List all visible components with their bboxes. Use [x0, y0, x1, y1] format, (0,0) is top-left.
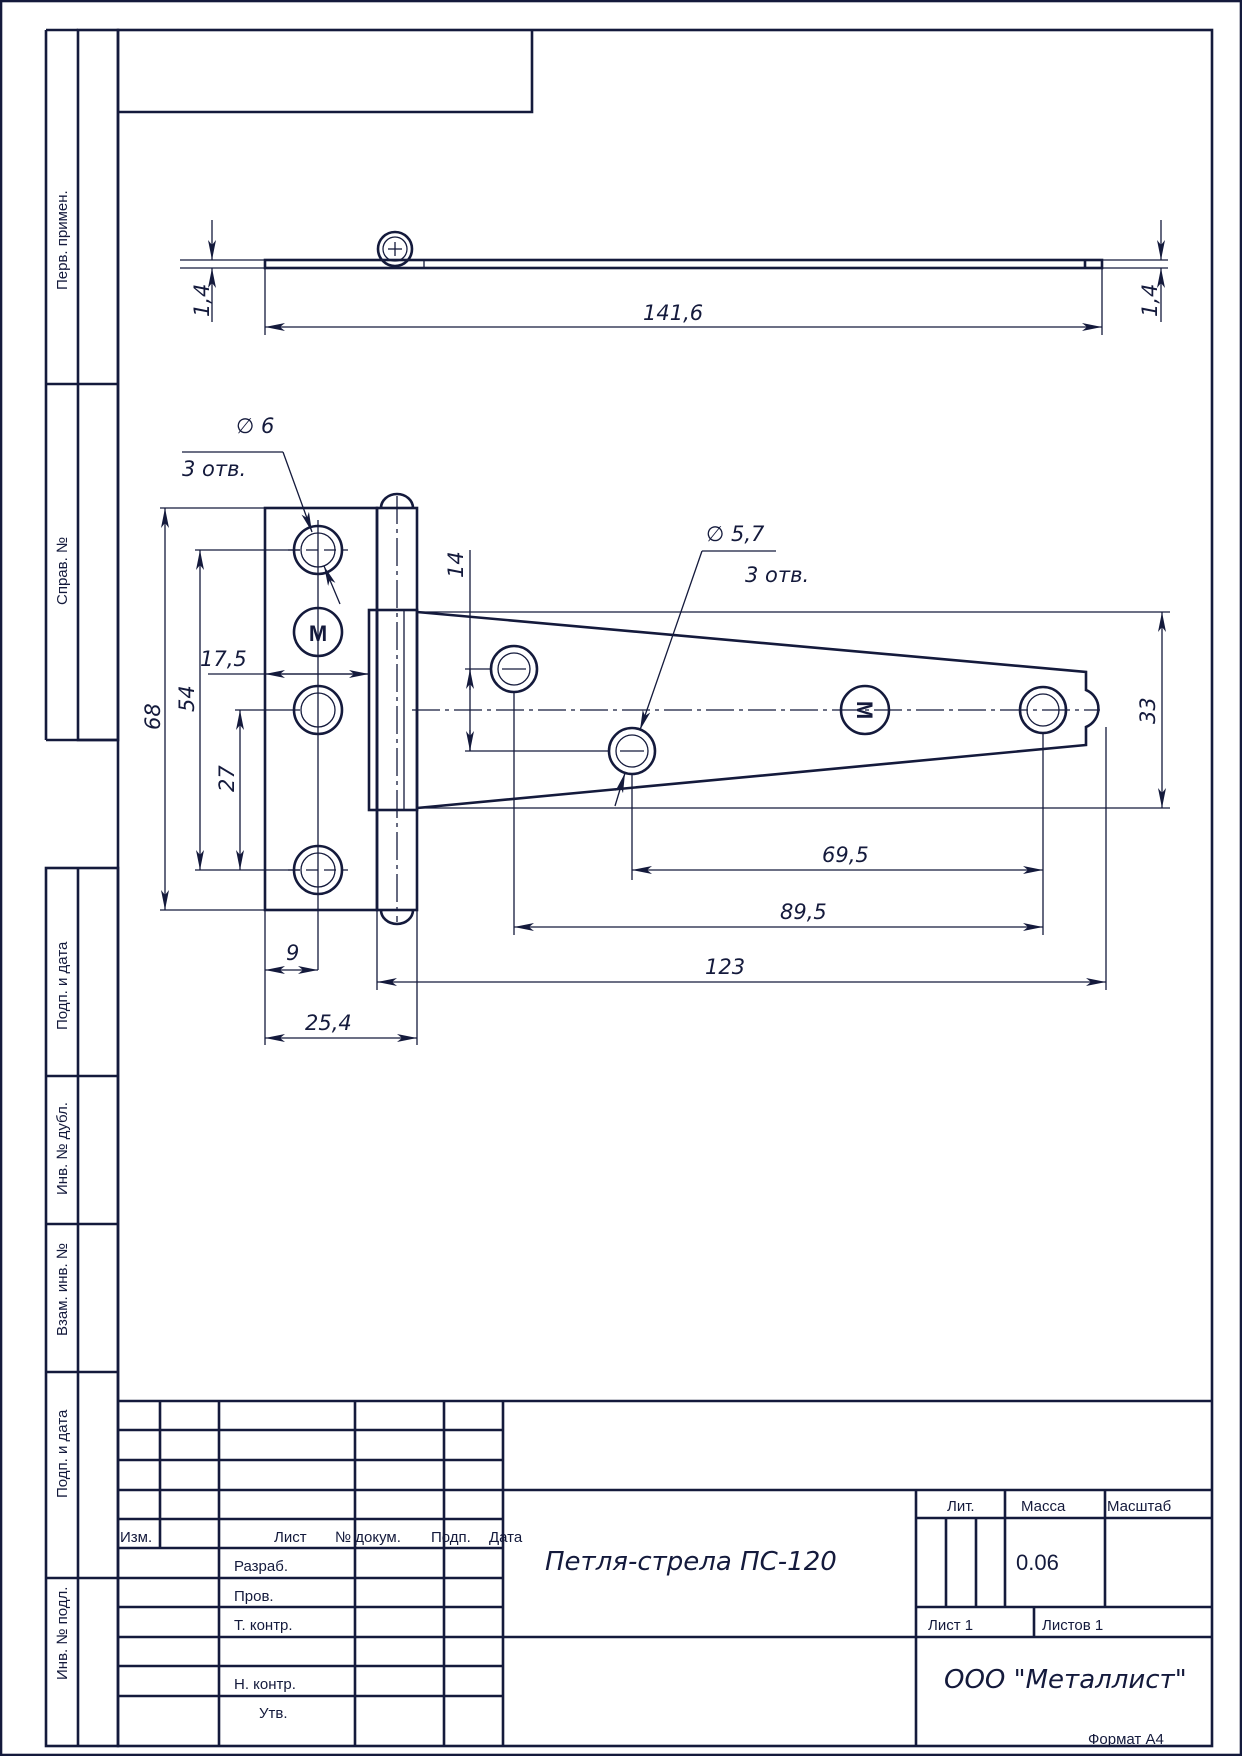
- dim-strap-length: 123: [705, 955, 745, 979]
- logo-letter-strap: M: [852, 701, 877, 719]
- dim-outer-hole-spacing: 54: [175, 685, 199, 712]
- tb-role-n-kontr: Н. контр.: [234, 1676, 296, 1693]
- dim-half-hole-spacing: 27: [215, 765, 239, 792]
- logo-mark-leaf: [292, 606, 344, 658]
- tb-header-date: Дата: [489, 1529, 523, 1546]
- pin-head-bottom: [379, 909, 415, 926]
- dim-overall-height: 68: [141, 703, 165, 730]
- side-label-inv-podl: Инв. № подл.: [54, 1587, 71, 1680]
- callout-phi57-diameter: ∅ 5,7: [706, 522, 765, 546]
- dim-thickness-right: 1,4: [1138, 284, 1162, 317]
- tb-role-razrab: Разраб.: [234, 1558, 288, 1575]
- dim-hole-spacing-short: 69,5: [822, 843, 869, 867]
- drawing-title: Петля-стрела ПС-120: [545, 1547, 837, 1577]
- pin-head-top: [379, 492, 415, 509]
- dim-hole-spacing-long: 89,5: [780, 900, 827, 924]
- dim-strap-width: 33: [1136, 697, 1160, 724]
- dim-length: 141,6: [643, 301, 703, 325]
- dim-thickness-left: 1,4: [190, 284, 214, 317]
- top-view: [180, 220, 1168, 335]
- callout-phi6-diameter: ∅ 6: [236, 414, 274, 438]
- dim-leaf-width: 25,4: [305, 1011, 352, 1035]
- tb-header-doc-no: № докум.: [335, 1529, 401, 1546]
- tb-lit-label: Лит.: [947, 1498, 975, 1515]
- tb-scale-label: Масштаб: [1107, 1498, 1171, 1515]
- dim-hole-edge-offset: 9: [286, 941, 299, 965]
- tb-role-t-kontr: Т. контр.: [234, 1617, 293, 1634]
- tb-sheet: Лист 1: [928, 1617, 973, 1634]
- tb-header-list: Лист: [274, 1529, 307, 1546]
- callout-phi57-note: 3 отв.: [745, 563, 809, 587]
- sheet-format: Формат А4: [1088, 1731, 1164, 1748]
- knuckle-pin: [382, 236, 408, 262]
- tb-header-sign: Подп.: [431, 1529, 471, 1546]
- callout-phi6-note: 3 отв.: [182, 457, 246, 481]
- side-label-vzam-inv: Взам. инв. №: [54, 1243, 71, 1336]
- title-block: [118, 1399, 1212, 1746]
- strap-body: [416, 610, 1100, 810]
- side-label-podp-data-1: Подп. и дата: [54, 941, 71, 1030]
- plate-profile: [263, 258, 1104, 270]
- side-strip: [44, 28, 120, 1748]
- organization-name: ООО "Металлист": [944, 1665, 1187, 1695]
- tb-header-izm: Изм.: [120, 1529, 152, 1546]
- dim-strap-hole-offset: 14: [444, 551, 468, 578]
- tb-mass-label: Масса: [1021, 1498, 1066, 1515]
- side-label-inv-dubl: Инв. № дубл.: [54, 1102, 71, 1195]
- logo-mark-strap: [839, 684, 891, 736]
- front-view: [160, 451, 1170, 1045]
- side-label-perv-primen: Перв. примен.: [54, 190, 71, 290]
- logo-letter-leaf: M: [309, 621, 327, 646]
- tb-role-utv: Утв.: [259, 1705, 288, 1722]
- dim-leaf-to-knuckle: 17,5: [200, 647, 247, 671]
- leaf-plate: [263, 506, 379, 912]
- tb-role-prov: Пров.: [234, 1588, 274, 1605]
- drawing-frame: [116, 28, 1214, 1748]
- knuckle-outer: [376, 230, 414, 268]
- top-left-stamp-box: [118, 30, 534, 114]
- tb-mass-value: 0.06: [1016, 1550, 1059, 1575]
- tb-sheets: Листов 1: [1042, 1617, 1103, 1634]
- side-label-podp-data-2: Подп. и дата: [54, 1409, 71, 1498]
- side-label-sprav-no: Справ. №: [54, 537, 71, 605]
